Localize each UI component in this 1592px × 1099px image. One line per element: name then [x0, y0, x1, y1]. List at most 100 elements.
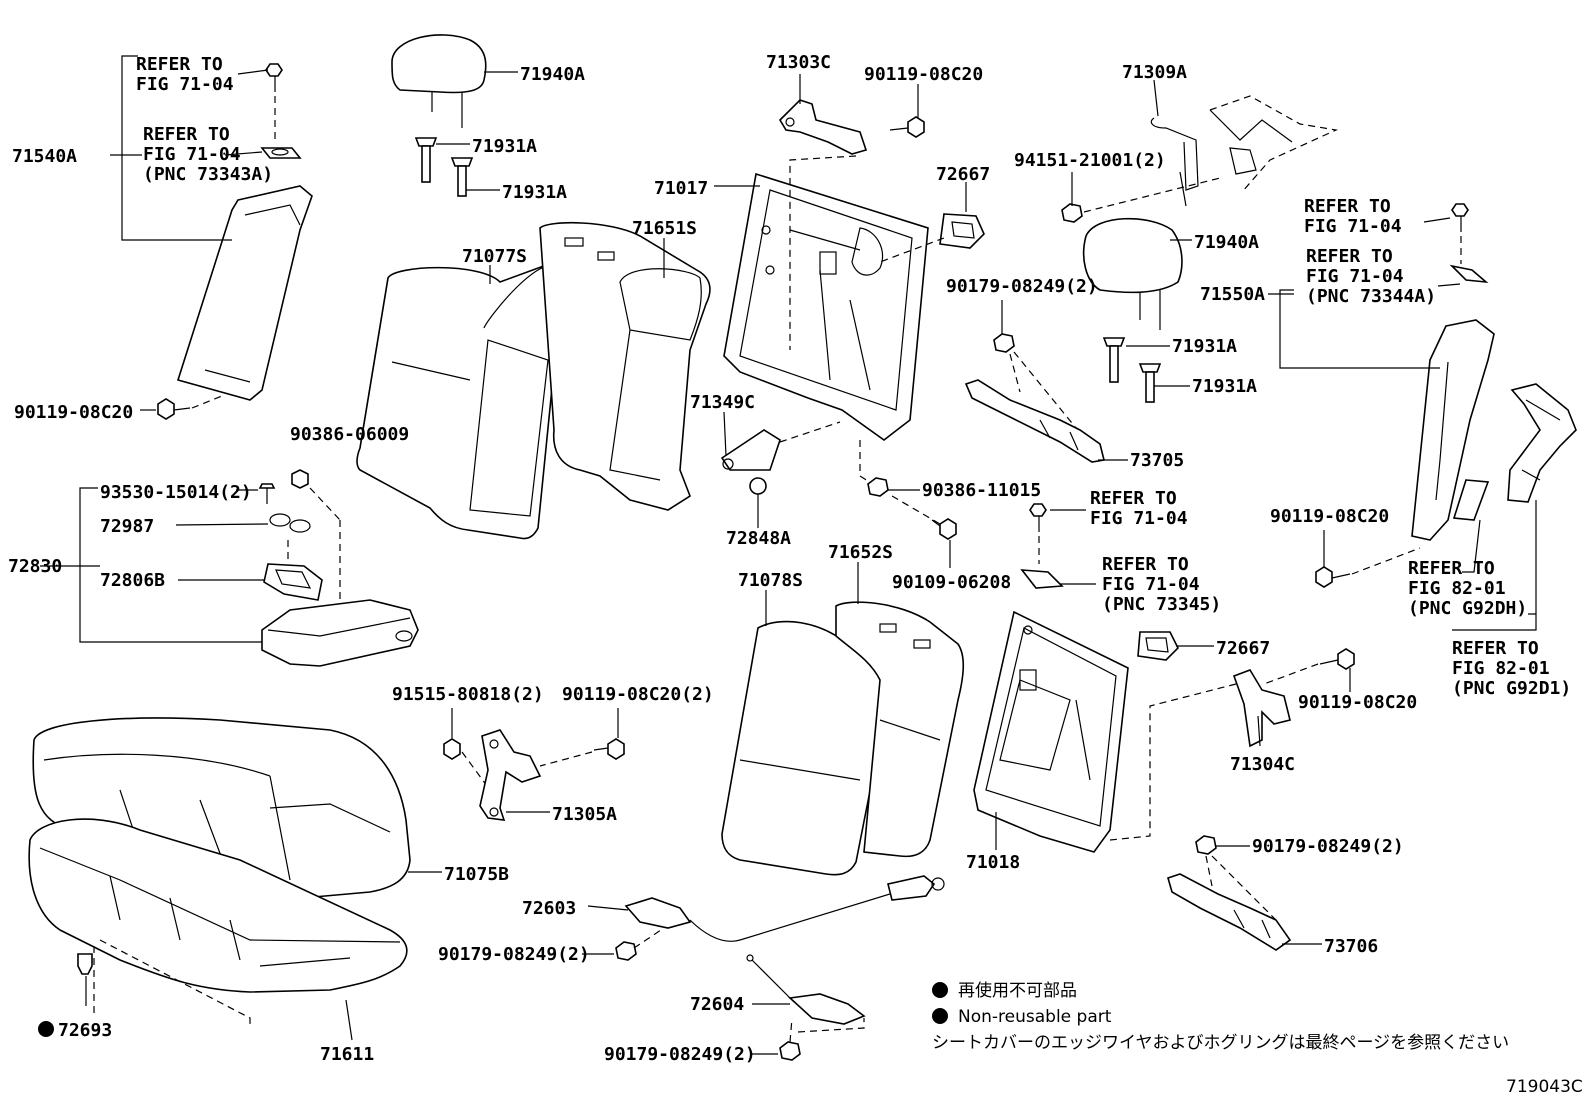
seatback-side-trim-left [176, 185, 313, 401]
part-number-label: 71652S [828, 542, 893, 563]
cap-icon [291, 469, 309, 489]
clip-icon [77, 953, 93, 975]
seatback-cover-right-pad [721, 620, 889, 876]
release-bezel-lower [1137, 631, 1179, 661]
part-number-label: 71305A [552, 804, 617, 825]
bolt-icon [1319, 648, 1355, 670]
seat-cushion-pad [28, 818, 408, 993]
nut-icon [1195, 835, 1217, 855]
refer-label: REFER TO [136, 54, 223, 75]
part-number-label: 71077S [462, 246, 527, 267]
seatback-cover-left [356, 257, 566, 540]
release-cable [624, 875, 945, 942]
body-panel-outline [1209, 95, 1339, 193]
seatback-side-trim-right [1411, 319, 1495, 541]
bolt-icon [157, 398, 191, 420]
figure-id: 719043C [1506, 1077, 1583, 1097]
part-number-label: 71651S [632, 218, 697, 239]
release-bezel-upper [939, 213, 985, 249]
part-number-label: 94151-21001(2) [1014, 150, 1166, 171]
hinge-bracket-lower [479, 729, 542, 821]
clip-icon [1020, 569, 1064, 589]
part-number-label: 71940A [1194, 232, 1259, 253]
screw-icon [265, 63, 283, 92]
part-number-label: 71931A [1192, 376, 1257, 397]
headrest-right [1082, 217, 1183, 330]
refer-label: FIG 71-04 [1304, 216, 1402, 237]
refer-label: (PNC G92DH) [1408, 598, 1527, 619]
refer-label: REFER TO [1102, 554, 1189, 575]
part-number-label: 73705 [1130, 450, 1184, 471]
part-number-label: 71075B [444, 864, 509, 885]
part-number-label: 71931A [1172, 336, 1237, 357]
refer-label: REFER TO [1090, 488, 1177, 509]
refer-label: FIG 71-04 [143, 144, 241, 165]
latch-bracket-lower [1167, 873, 1292, 951]
headrest-guide-icon [450, 157, 474, 197]
bolt-icon [593, 738, 625, 760]
bolt-icon [443, 738, 461, 760]
refer-label: REFER TO [1452, 638, 1539, 659]
hinge-link [720, 429, 781, 471]
refer-label: FIG 71-04 [136, 74, 234, 95]
part-number-label: 71304C [1230, 754, 1295, 775]
part-number-label: 72848A [726, 528, 791, 549]
part-number-label: 90179-08249(2) [1252, 836, 1404, 857]
seatback-cover-right [835, 601, 965, 858]
part-number-label: 71550A [1200, 284, 1265, 305]
headrest-guide-icon [1102, 337, 1126, 383]
refer-label: (PNC G92D1) [1452, 678, 1571, 699]
refer-label: REFER TO [1408, 558, 1495, 579]
clip-icon [1449, 264, 1489, 284]
cup-holder [263, 563, 323, 601]
screw-icon [1451, 203, 1469, 232]
refer-label: FIG 71-04 [1306, 266, 1404, 287]
screw-icon [258, 483, 276, 504]
nut-icon [779, 1041, 801, 1061]
part-number-label: 90119-08C20 [1270, 506, 1389, 527]
part-number-label: 72693 [58, 1020, 112, 1041]
part-number-label: 71940A [520, 64, 585, 85]
bolt-icon [1315, 566, 1351, 588]
armrest [261, 599, 419, 667]
clip-nut-icon [1061, 203, 1083, 223]
latch-bracket-upper [964, 379, 1105, 463]
part-number-label: 90119-08C20 [864, 64, 983, 85]
headrest-left [391, 34, 487, 128]
legend-jp: 再使用不可部品 [958, 980, 1077, 1001]
part-number-label: 90179-08249(2) [438, 944, 590, 965]
part-number-label: 73706 [1324, 936, 1378, 957]
part-number-label: 91515-80818(2) [392, 684, 544, 705]
clip-icon [269, 513, 311, 533]
nonreusable-marker-icon [38, 1021, 54, 1037]
part-number-label: 93530-15014(2) [100, 482, 252, 503]
refer-label: FIG 71-04 [1090, 508, 1188, 529]
legend-en: Non-reusable part [958, 1007, 1112, 1027]
part-number-label: 90179-08249(2) [946, 276, 1098, 297]
cap-icon [749, 477, 767, 495]
part-number-label: 71303C [766, 52, 831, 73]
part-number-label: 71931A [502, 182, 567, 203]
screw-icon [1029, 503, 1047, 532]
part-number-label: 71078S [738, 570, 803, 591]
part-number-label: 71540A [12, 146, 77, 167]
hinge-bracket-upper [778, 99, 868, 155]
nut-icon [867, 477, 889, 497]
seatback-cover-center [539, 222, 711, 511]
part-number-label: 90119-08C20 [14, 402, 133, 423]
part-number-label: 71349C [690, 392, 755, 413]
part-number-label: 90119-08C20 [1298, 692, 1417, 713]
bolt-icon [931, 518, 957, 540]
seatback-frame-upper [723, 172, 929, 441]
part-number-label: 90119-08C20(2) [562, 684, 714, 705]
part-number-label: 90386-06009 [290, 424, 409, 445]
nut-icon [993, 333, 1015, 353]
nonreusable-marker-icon [932, 1008, 948, 1024]
release-cable-lower [746, 954, 866, 1025]
refer-label: (PNC 73345) [1102, 594, 1221, 615]
legend-note-jp: シートカバーのエッジワイヤおよびホグリングは最終ページを参照ください [932, 1033, 1509, 1053]
nonreusable-marker-icon [932, 982, 948, 998]
refer-label: (PNC 73344A) [1306, 286, 1436, 307]
seatbelt-guide [1507, 383, 1577, 503]
